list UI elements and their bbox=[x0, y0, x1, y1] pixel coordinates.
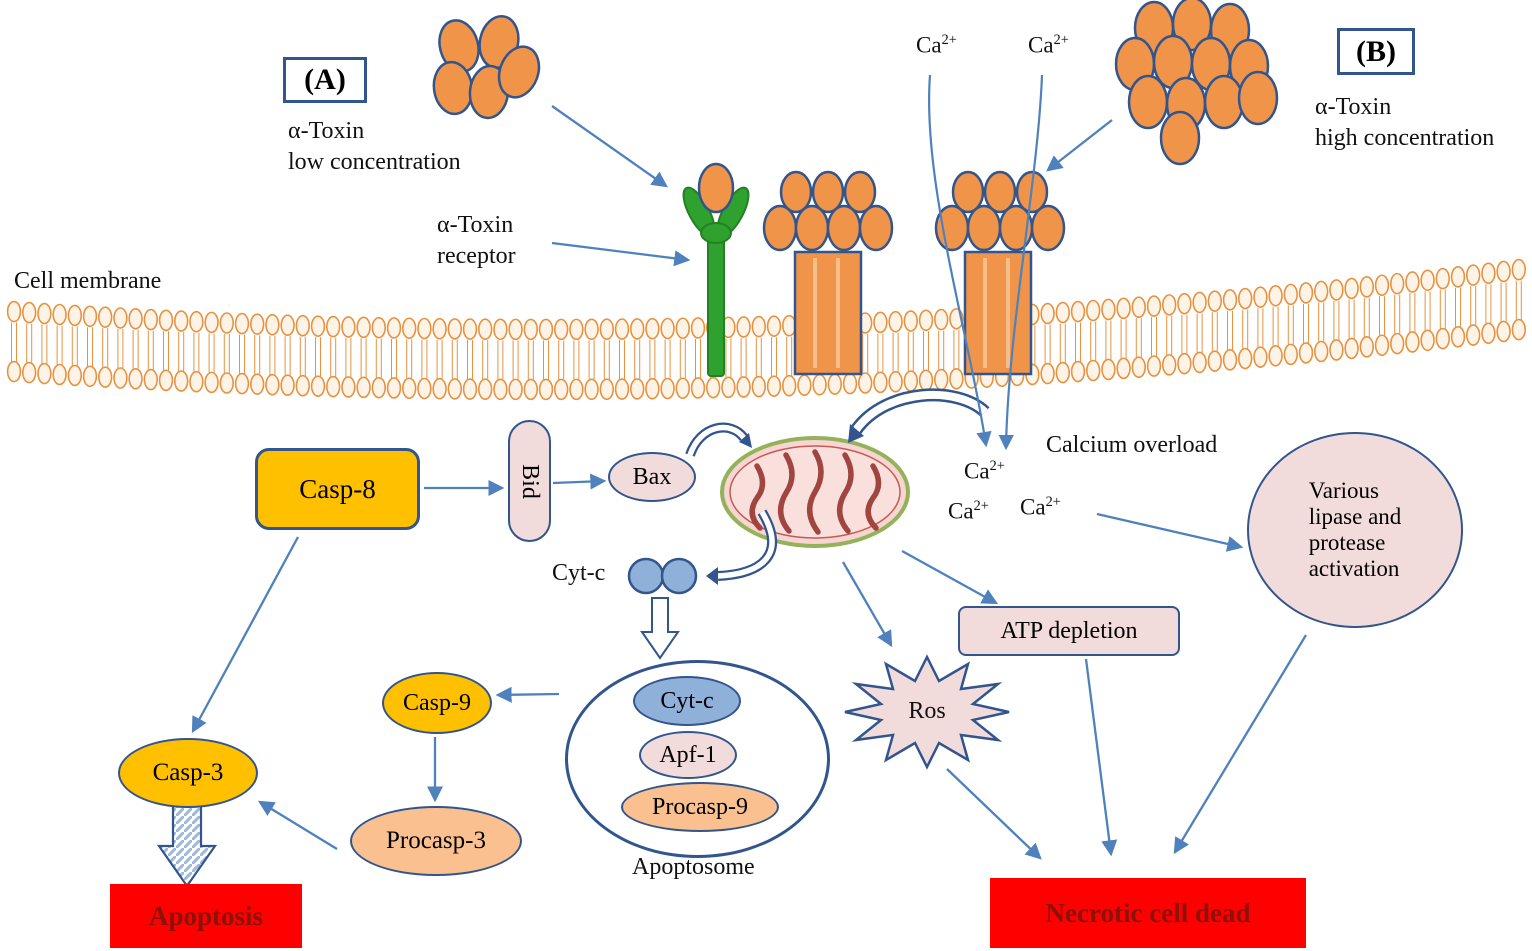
receptor-label: α-Toxin receptor bbox=[437, 212, 516, 270]
arrow-toxinA-to-receptor bbox=[551, 105, 668, 188]
arrow-mito-to-ros bbox=[842, 561, 893, 648]
ros-starburst bbox=[844, 654, 1010, 770]
ca-entry-line-2 bbox=[998, 74, 1044, 451]
cell-membrane-label: Cell membrane bbox=[14, 268, 162, 294]
necrotic-outcome: Necrotic cell dead bbox=[990, 878, 1306, 948]
ros-label: Ros bbox=[908, 698, 946, 724]
ca-sup: 2+ bbox=[1045, 494, 1061, 510]
arrow-toxinB-to-pore bbox=[1046, 119, 1113, 172]
arrow-lipase-to-necrotic bbox=[1173, 634, 1307, 855]
lipase-protease-node: Various lipase and protease activation bbox=[1247, 432, 1463, 628]
calcium-overload-label: Calcium overload bbox=[1046, 432, 1218, 458]
ca-ion-label-mid1: Ca2+ bbox=[964, 458, 1005, 485]
arrow-bid-to-bax bbox=[552, 473, 607, 490]
arrow-apoptosome-to-casp9 bbox=[495, 686, 560, 703]
calcium-influx-arc bbox=[848, 388, 990, 443]
apoptosome-cytc-node: Cyt-c bbox=[633, 676, 741, 726]
ca-ion-label-top2: Ca2+ bbox=[1028, 32, 1069, 59]
ca-sup: 2+ bbox=[941, 32, 957, 48]
mito-to-cytc-arc bbox=[706, 509, 777, 585]
arrow-ros-to-necrotic bbox=[946, 768, 1042, 860]
arrow-procasp3-to-casp3 bbox=[257, 800, 338, 850]
mitochondrion bbox=[720, 436, 910, 548]
casp8-node: Casp-8 bbox=[255, 448, 420, 530]
casp3-node: Casp-3 bbox=[118, 738, 258, 808]
bax-node: Bax bbox=[608, 452, 696, 502]
casp3-to-apoptosis-arrow bbox=[156, 804, 218, 888]
panel-a-tag: (A) bbox=[283, 57, 367, 103]
pathway-arrows bbox=[191, 105, 1307, 860]
toxin-pore-left bbox=[793, 250, 863, 376]
toxin-low-label: α-Toxin low concentration bbox=[288, 118, 461, 176]
ca-ion-label-mid2: Ca2+ bbox=[948, 498, 989, 525]
bid-label: Bid bbox=[517, 463, 543, 499]
arrow-receptorlabel-to-receptor bbox=[551, 241, 691, 267]
arrow-casp8-to-casp3 bbox=[191, 536, 300, 734]
procasp3-node: Procasp-3 bbox=[350, 806, 522, 876]
ca-base: Ca bbox=[916, 32, 942, 58]
ca-base: Ca bbox=[948, 498, 974, 524]
toxin-pore-right bbox=[963, 250, 1033, 376]
ca-sup: 2+ bbox=[973, 498, 989, 514]
cytc-particles bbox=[627, 557, 698, 595]
apoptosome-procasp9-node: Procasp-9 bbox=[621, 782, 779, 832]
ca-sup: 2+ bbox=[1053, 32, 1069, 48]
panel-a-text: (A) bbox=[304, 63, 346, 96]
panel-b-text: (B) bbox=[1356, 34, 1396, 68]
apoptosome-apf1-node: Apf-1 bbox=[639, 731, 737, 779]
apoptosome-label: Apoptosome bbox=[632, 854, 755, 880]
toxin-high-label: α-Toxin high concentration bbox=[1315, 94, 1495, 152]
panel-b-tag: (B) bbox=[1337, 28, 1415, 75]
arrow-mito-to-atp bbox=[901, 549, 999, 605]
ca-sup: 2+ bbox=[989, 458, 1005, 474]
casp9-node: Casp-9 bbox=[382, 672, 492, 734]
arrow-ca-to-lipase bbox=[1096, 512, 1244, 552]
atp-depletion-node: ATP depletion bbox=[958, 606, 1180, 656]
apoptosis-outcome: Apoptosis bbox=[110, 884, 302, 948]
bid-node: Bid bbox=[508, 420, 551, 542]
toxin-clusters bbox=[432, 0, 1279, 252]
ca-base: Ca bbox=[1020, 494, 1046, 520]
cytc-to-apoptosome-arrow bbox=[640, 597, 680, 660]
ca-ion-label-mid3: Ca2+ bbox=[1020, 494, 1061, 521]
cytc-label: Cyt-c bbox=[552, 560, 606, 586]
cell-membrane-bilayer bbox=[6, 258, 1527, 401]
ca-base: Ca bbox=[964, 458, 990, 484]
ca-entry-line-1 bbox=[928, 74, 992, 448]
arrow-atp-to-necrotic bbox=[1084, 658, 1118, 857]
ca-base: Ca bbox=[1028, 32, 1054, 58]
bax-to-mito-arc bbox=[685, 422, 752, 457]
ca-ion-label-top1: Ca2+ bbox=[916, 32, 957, 59]
